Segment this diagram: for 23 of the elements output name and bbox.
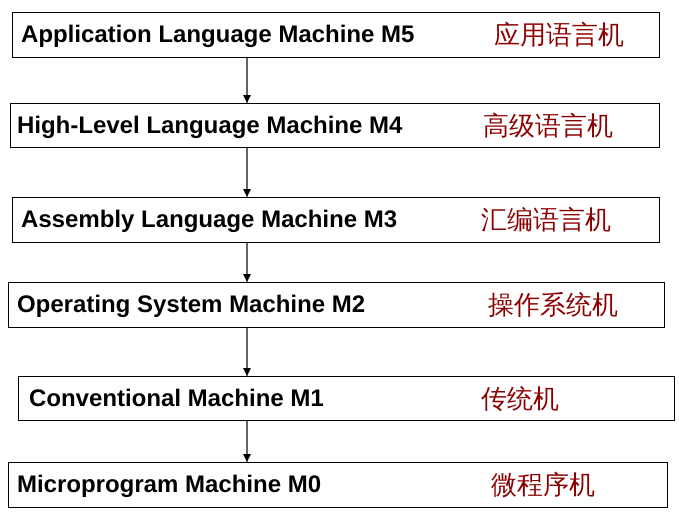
machine-level-box (18, 376, 675, 421)
level-name: Conventional Machine M1 (29, 384, 324, 412)
arrow (243, 243, 251, 282)
level-name: Operating System Machine M2 (17, 291, 366, 319)
level-name: Assembly Language Machine M3 (21, 206, 398, 234)
chinese-label: 操作系统机 (488, 290, 618, 322)
level-name: Application Language Machine M5 (21, 21, 414, 49)
machine-level-box (12, 12, 660, 58)
chinese-label: 微程序机 (491, 470, 595, 502)
chinese-label: 汇编语言机 (481, 204, 611, 238)
chinese-label: 高级语言机 (483, 110, 613, 143)
level-name: High-Level Language Machine M4 (17, 112, 402, 140)
arrow (243, 328, 251, 376)
chinese-label: 传统机 (481, 383, 559, 416)
machine-level-box (12, 197, 660, 243)
machine-level-box (8, 462, 668, 508)
level-name: Microprogram Machine M0 (17, 471, 322, 499)
machine-level-box (8, 282, 665, 328)
arrow (243, 148, 251, 197)
machine-level-box (10, 103, 660, 148)
arrow (243, 421, 251, 462)
chinese-label: 应用语言机 (494, 20, 624, 52)
arrow (243, 58, 251, 103)
